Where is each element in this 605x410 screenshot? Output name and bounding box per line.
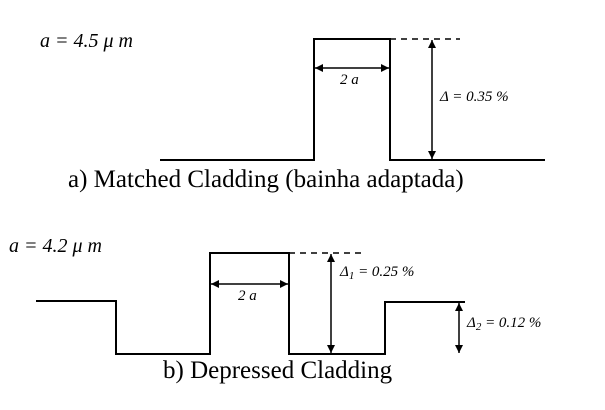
delta2-subscript: 2 (475, 321, 482, 333)
index-profile-a (160, 38, 545, 161)
delta1-symbol: Δ (340, 264, 349, 280)
matched-cladding-diagram (160, 38, 545, 161)
core-width-label-a: 2 a (340, 72, 359, 88)
delta2-symbol: Δ (467, 315, 476, 331)
delta2-value: = 0.12 % (481, 315, 542, 331)
delta-value: = 0.35 % (448, 89, 509, 105)
index-profile-b (36, 252, 465, 355)
caption-b: b) Depressed Cladding (163, 357, 393, 384)
core-radius-label-a: a = 4.5 μ m (40, 30, 133, 52)
delta-label-a: Δ = 0.35 % (440, 89, 509, 106)
delta1-subscript: 1 (348, 270, 355, 282)
delta1-label: Δ1 = 0.25 % (340, 264, 414, 282)
core-radius-label-b: a = 4.2 μ m (9, 235, 102, 257)
delta-symbol: Δ (440, 89, 449, 105)
delta1-value: = 0.25 % (354, 264, 415, 280)
core-width-label-b: 2 a (238, 288, 257, 304)
caption-a: a) Matched Cladding (bainha adaptada) (68, 166, 464, 193)
delta2-label: Δ2 = 0.12 % (467, 315, 541, 333)
depressed-cladding-diagram (36, 252, 465, 355)
